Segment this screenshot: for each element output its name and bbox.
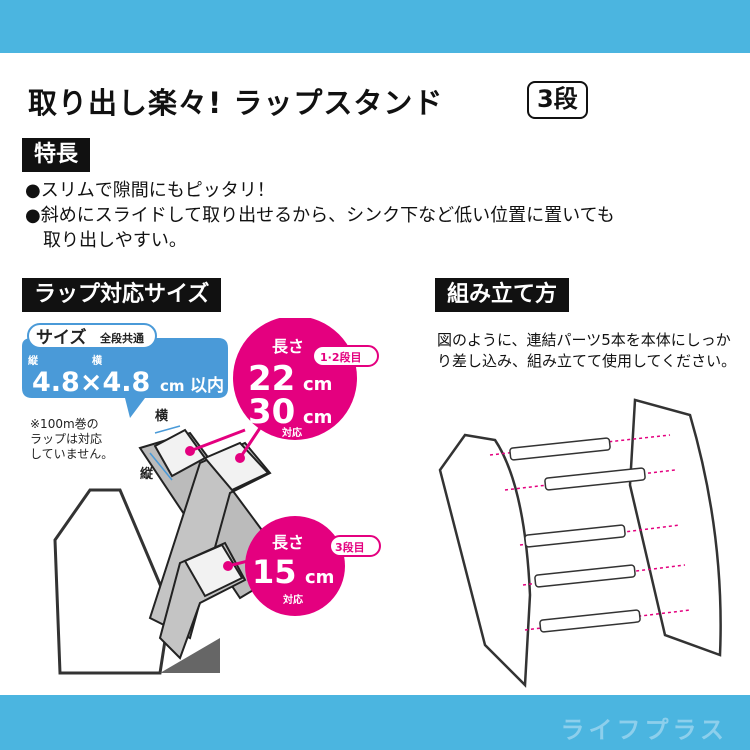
- svg-text:以内: 以内: [190, 375, 224, 396]
- feature-bullet: ●スリムで隙間にもピッタリ！: [25, 180, 275, 201]
- size-value: 4.8×4.8: [32, 367, 150, 398]
- svg-text:cm: cm: [160, 377, 185, 395]
- svg-text:ラップは対応: ラップは対応: [30, 432, 102, 446]
- bubble-subtitle: 全段共通: [99, 331, 144, 345]
- svg-text:cm: cm: [303, 407, 332, 428]
- tier-badge: 3段: [527, 81, 588, 119]
- svg-text:30: 30: [248, 392, 295, 432]
- stand-base: [160, 638, 220, 673]
- svg-text:長さ: 長さ: [272, 533, 304, 552]
- svg-text:縦: 縦: [28, 354, 39, 367]
- svg-text:していません。: していません。: [30, 447, 113, 461]
- stand-side-panel: [53, 488, 172, 675]
- feature-bullet: ●斜めにスライドして取り出せるから、シンク下など低い位置に置いても: [25, 205, 615, 226]
- size-note: ※100m巻の: [30, 417, 99, 431]
- svg-text:対応: 対応: [281, 426, 302, 439]
- yoko-arrow: [154, 425, 181, 434]
- assembly-illustration: [438, 398, 722, 688]
- svg-text:cm: cm: [305, 567, 334, 588]
- length-circle-tier3: [245, 516, 345, 616]
- assembly-instructions: 図のように、連結パーツ5本を本体にしっかり差し込み、組み立てて使用してください。: [437, 331, 737, 370]
- side-panel-left: [438, 433, 532, 688]
- bubble-title: サイズ: [36, 327, 87, 348]
- assembly-label: 組み立て方: [435, 278, 570, 312]
- svg-text:3段目: 3段目: [335, 540, 365, 554]
- sizes-label: ラップ対応サイズ: [22, 278, 222, 312]
- svg-text:1·2段目: 1·2段目: [320, 350, 362, 364]
- svg-text:横: 横: [155, 408, 169, 424]
- size-speech-bubble: [22, 338, 228, 418]
- svg-text:対応: 対応: [282, 593, 303, 606]
- brand-logo: ライフプラス: [560, 716, 728, 744]
- svg-text:cm: cm: [303, 374, 332, 395]
- top-banner: [0, 0, 750, 53]
- connector-parts: [509, 437, 646, 633]
- side-panel-right: [628, 398, 722, 657]
- wrap-stand-size-illustration: サイズ 全段共通 縦 横 4.8×4.8 cm 以内 ※100m巻の ラップは対…: [22, 318, 381, 675]
- bottom-banner: [0, 695, 750, 750]
- page-title: 取り出し楽々! ラップスタンド: [28, 86, 444, 120]
- svg-text:長さ: 長さ: [272, 337, 304, 356]
- svg-text:縦: 縦: [140, 466, 154, 482]
- svg-text:22: 22: [248, 359, 295, 399]
- feature-bullet: 取り出しやすい。: [25, 230, 187, 251]
- features-label: 特長: [22, 138, 91, 172]
- svg-text:15: 15: [252, 553, 297, 591]
- svg-text:横: 横: [92, 354, 103, 367]
- tate-arrow: [149, 452, 173, 481]
